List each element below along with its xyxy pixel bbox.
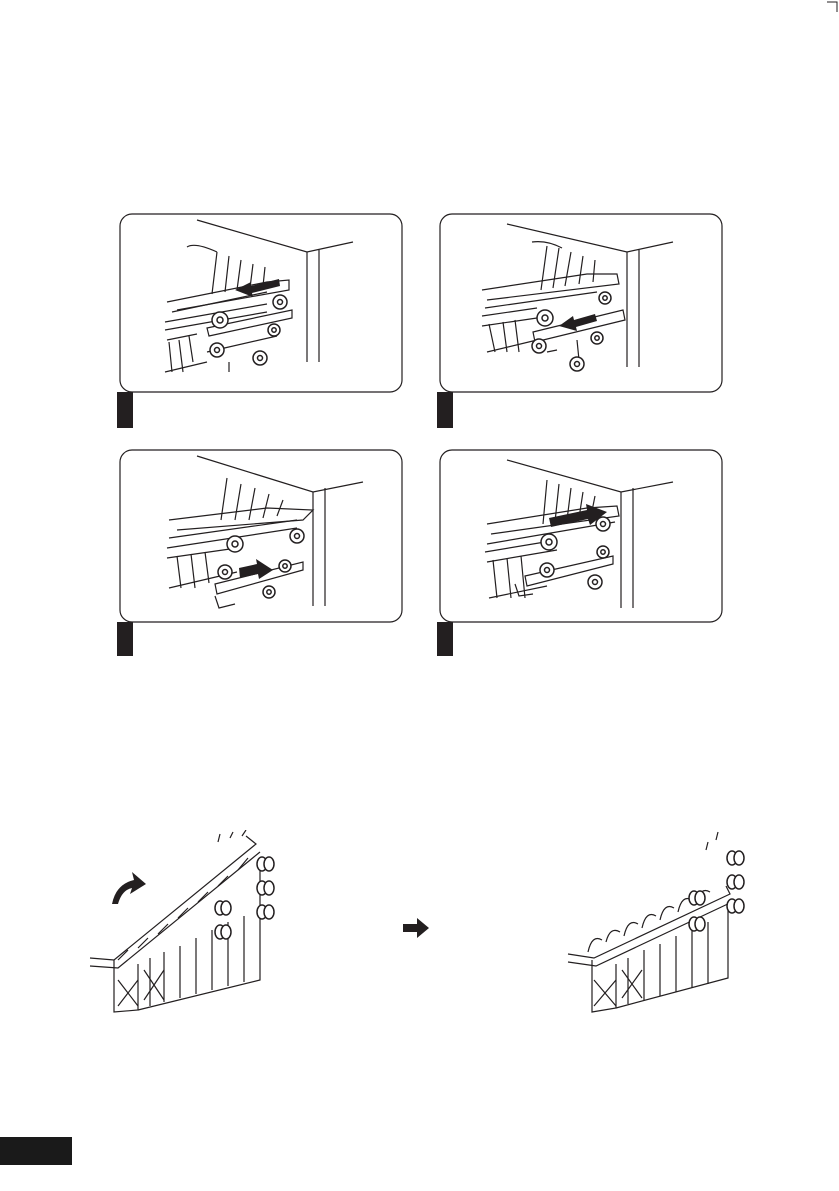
step-panel-4 — [437, 448, 723, 664]
corner-crop-mark — [827, 0, 839, 12]
step-panel-1 — [117, 212, 403, 428]
rack-lowered — [566, 830, 752, 1016]
step-panel-3 — [117, 448, 403, 664]
step-panel-2 — [437, 212, 723, 428]
curved-arrow-icon — [112, 872, 146, 904]
arrow-right-icon — [401, 918, 431, 938]
rack-wheels — [689, 851, 744, 931]
rack-folded-up — [88, 830, 278, 1016]
page-number-tab — [0, 1137, 72, 1165]
